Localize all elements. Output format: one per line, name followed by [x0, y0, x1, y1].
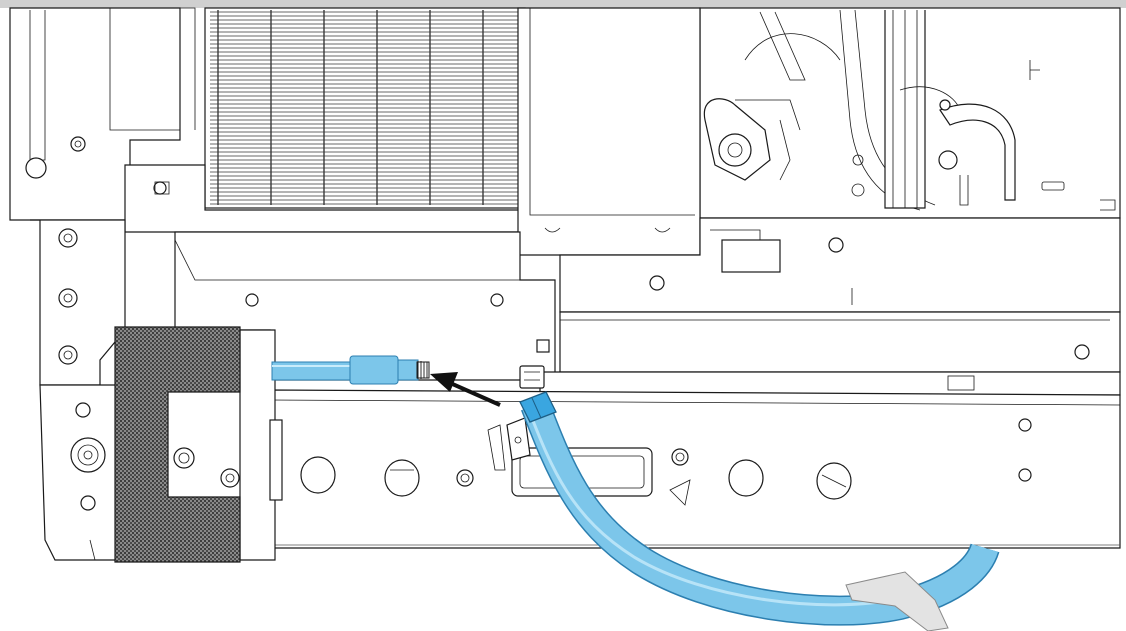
screw-head-icon: [245, 293, 259, 307]
compression-fitting-icon: [519, 391, 557, 423]
flexible-hose: [519, 391, 1000, 626]
right-middle-panel: [559, 217, 1121, 313]
screw-head-icon: [220, 468, 240, 488]
screw-head-icon: [173, 447, 195, 469]
screw-head-icon: [1074, 344, 1090, 360]
screw-head-icon: [1018, 468, 1032, 482]
water-supply-tube: [271, 355, 430, 385]
compression-fitting-icon: [349, 355, 399, 385]
center-bracket: [517, 7, 701, 265]
valve-clip: [506, 339, 550, 461]
mesh-gasket-bracket: [114, 326, 283, 563]
left-upper-frame: [9, 7, 196, 221]
compressor-compartment: [699, 7, 1121, 219]
arrow-icon: [430, 372, 501, 407]
screw-head-icon: [828, 237, 844, 253]
hose-tape: [845, 571, 949, 631]
screw-head-icon: [58, 228, 78, 248]
screw-head-icon: [456, 469, 474, 487]
main-lower-panel: [269, 389, 1121, 549]
screw-head-icon: [649, 275, 665, 291]
screw-head-icon: [1018, 418, 1032, 432]
screw-head-icon: [671, 448, 689, 466]
screw-head-icon: [153, 181, 167, 195]
condenser-coil: [204, 7, 526, 209]
screw-head-icon: [58, 288, 78, 308]
screw-head-icon: [58, 345, 78, 365]
screw-head-icon: [490, 293, 504, 307]
lower-right-rail: [539, 311, 1121, 396]
left-column-bracket: [30, 219, 126, 386]
screw-head-icon: [70, 437, 106, 473]
top-frame-band: [0, 0, 1126, 8]
